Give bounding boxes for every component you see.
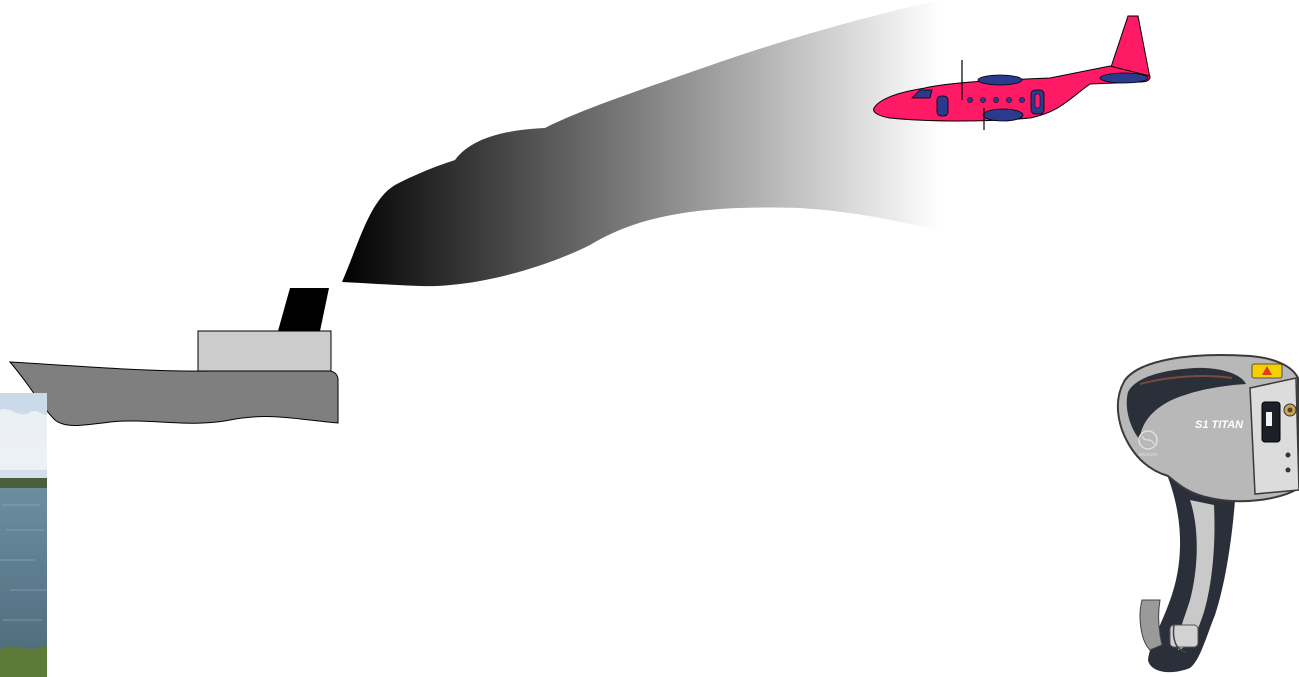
smoke-plume <box>342 0 945 286</box>
aircraft-front-door <box>937 96 948 116</box>
analyzer-logo-text: BRUKER <box>1139 452 1159 457</box>
aircraft-engine-lower <box>983 109 1023 121</box>
coastline-photo <box>0 393 47 677</box>
aircraft-engine-upper <box>978 75 1022 85</box>
ship-cabin <box>198 331 331 371</box>
handheld-analyzer-device: BRUKER S1 TITAN <box>1118 355 1299 672</box>
aircraft-stabilizer <box>1100 73 1148 83</box>
ship-funnel <box>278 288 329 331</box>
analyzer-brand-label: S1 TITAN <box>1195 419 1244 431</box>
ship-hull <box>10 362 338 426</box>
